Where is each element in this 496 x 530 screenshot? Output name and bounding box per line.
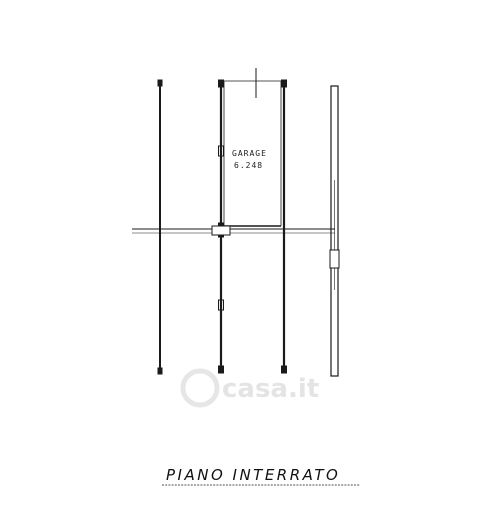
beam-horizontal (132, 225, 335, 236)
garage-entrance (223, 68, 282, 226)
watermark-logo-icon (180, 368, 220, 408)
wall-right (329, 85, 340, 377)
watermark-text: casa.it (222, 374, 319, 404)
wall-left (157, 79, 163, 375)
wall-center-right (281, 79, 287, 374)
watermark: casa.it (180, 368, 319, 408)
floor-title: PIANO INTERRATO (166, 466, 340, 484)
room-name-label: GARAGE (232, 149, 267, 158)
room-area-label: 6.248 (234, 161, 263, 170)
